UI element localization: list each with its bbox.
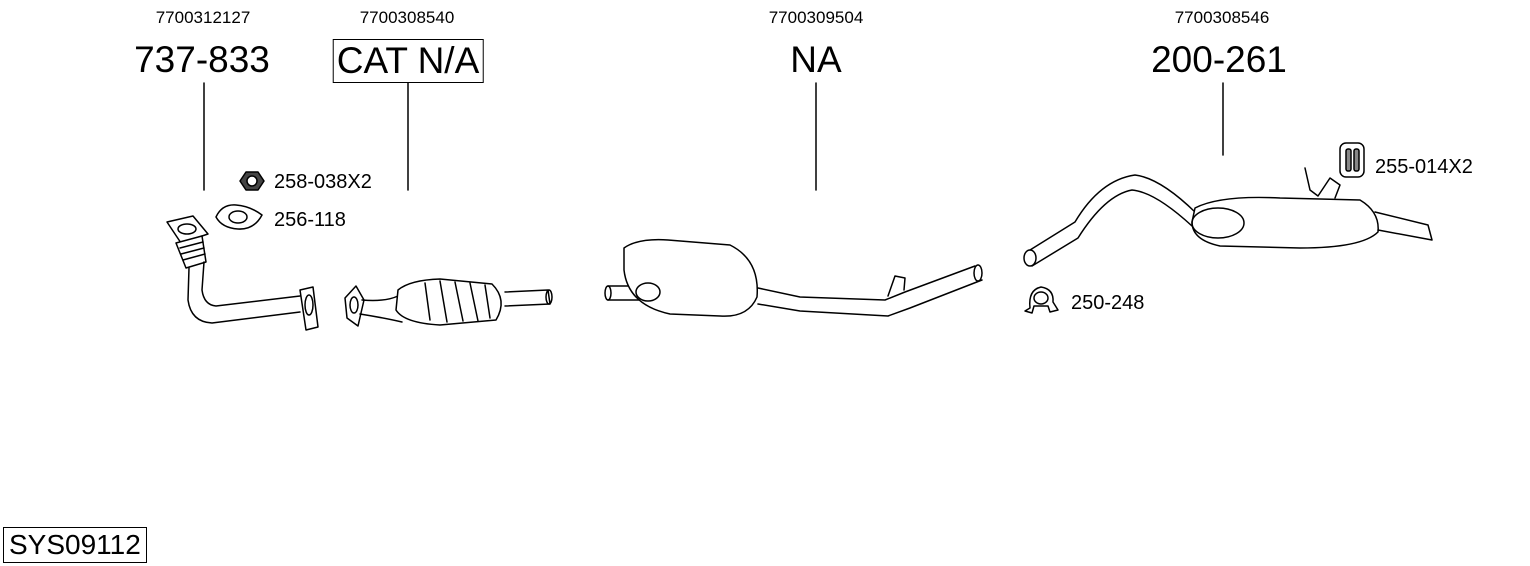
part-ref-3: NA [790, 39, 842, 80]
oem-number-1: 7700312127 [155, 8, 251, 27]
part-ref-4: 200-261 [1151, 39, 1287, 80]
catalytic-converter-drawing [344, 278, 553, 327]
front-pipe-drawing [166, 215, 319, 331]
accessory-label-clamp: 250-248 [1071, 292, 1145, 314]
oem-number-4: 7700308546 [1174, 8, 1270, 27]
oem-number-2: 7700308540 [359, 8, 455, 27]
accessory-label-gasket: 256-118 [274, 209, 346, 231]
rear-silencer-drawing [1023, 167, 1433, 267]
clamp-icon [1024, 286, 1059, 314]
gasket-icon [215, 204, 263, 230]
accessory-label-hanger: 255-014X2 [1375, 156, 1473, 178]
part-ref-1: 737-833 [134, 39, 270, 80]
accessory-label-nut: 258-038X2 [274, 171, 372, 193]
system-code-label: SYS09112 [3, 527, 147, 563]
rubber-hanger-icon [1339, 142, 1365, 178]
oem-number-3: 7700309504 [768, 8, 864, 27]
part-ref-2: CAT N/A [332, 39, 484, 83]
center-silencer-drawing [604, 238, 983, 317]
nut-icon [239, 171, 265, 191]
